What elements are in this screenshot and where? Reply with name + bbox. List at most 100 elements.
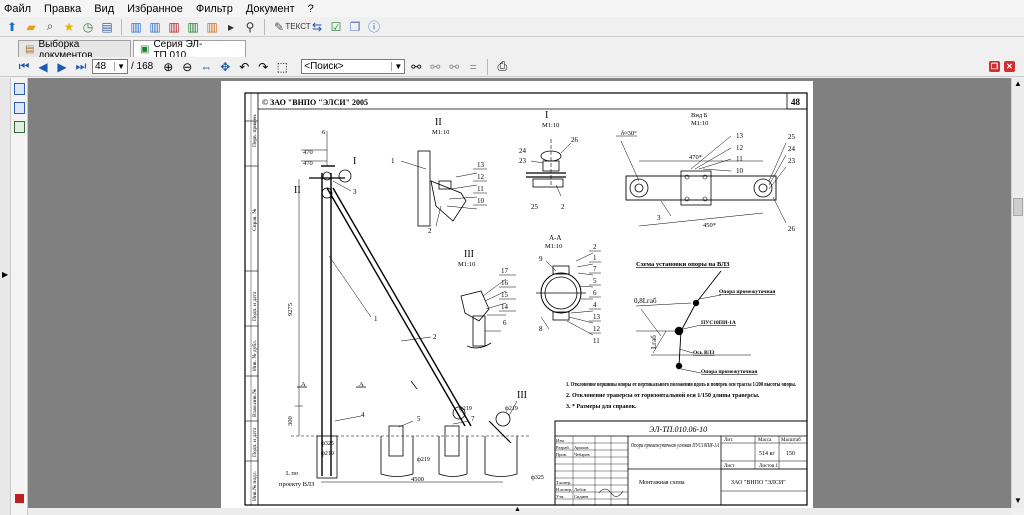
find-next-icon[interactable]: ⚯	[449, 59, 460, 74]
menu-filter[interactable]: Фильтр	[195, 2, 233, 15]
home-icon[interactable]: ⬆	[6, 19, 18, 34]
scroll-up-arrow-icon[interactable]: ▲	[1014, 79, 1022, 88]
stop-icon[interactable]	[15, 494, 24, 503]
scroll-down-arrow-icon[interactable]: ▼	[1014, 496, 1022, 505]
zoom-out-icon[interactable]: ⊖	[182, 59, 193, 74]
view-ii-detail	[400, 150, 487, 227]
chevron-down-icon[interactable]: ▼	[391, 62, 404, 71]
title-block-label: Лит.	[724, 438, 733, 443]
favorites-star-icon[interactable]: ★	[63, 19, 75, 34]
callout-17: 17	[501, 267, 509, 275]
expand-arrow-icon[interactable]: ▶	[2, 270, 9, 279]
last-page-icon[interactable]: ⏭	[75, 59, 87, 73]
toolbar-separator	[487, 58, 489, 75]
thumbnails-panel-icon[interactable]	[14, 121, 25, 133]
scheme-title: Схема установки опоры на ВЛЗ	[636, 261, 730, 268]
next-page-icon[interactable]: ▶	[57, 59, 67, 74]
callout-26: 26	[571, 136, 579, 144]
page-number-input[interactable]: 48 ▼	[92, 59, 128, 74]
title-block-label: Масса	[758, 438, 772, 443]
restore-window-icon[interactable]: ❐	[989, 61, 1000, 72]
callout-1: 1	[391, 157, 395, 165]
callout-13: 13	[477, 161, 485, 169]
window-controls: ❐ ✕	[989, 61, 1015, 72]
menu-help[interactable]: ?	[307, 2, 314, 15]
view-ii-scale: М1:10	[432, 129, 449, 136]
zoom-in-icon[interactable]: ⊕	[163, 59, 174, 74]
dim-text: L по	[286, 470, 298, 477]
menu-edit[interactable]: Правка	[44, 2, 82, 15]
left-collapse-strip[interactable]: ▶	[0, 78, 11, 515]
pin-icon[interactable]: ⚲	[245, 19, 255, 34]
translate-icon[interactable]: ⇆	[311, 19, 323, 34]
scroll-thumb[interactable]	[1013, 198, 1023, 216]
dim-text: 470*	[689, 154, 702, 161]
callout-12: 12	[736, 144, 744, 152]
dim-text: 470	[303, 149, 313, 156]
tab-document-selection[interactable]: ▤ Выборка документов	[18, 39, 131, 61]
dim-text: 300	[287, 416, 294, 426]
search-input[interactable]: <Поиск> ▼	[301, 59, 406, 74]
sheet-number: 48	[791, 97, 801, 107]
title-block-role: Разраб.	[556, 445, 570, 450]
document-viewer[interactable]: Перв. примен. Справ. № Подп. и дата Инв.…	[28, 78, 1011, 508]
left-tool-panel	[11, 78, 28, 515]
bookmarks-panel-icon[interactable]	[14, 102, 25, 114]
note-1: 1. Отклонение вершины опоры от вертикаль…	[566, 382, 796, 388]
history-icon[interactable]: ◷	[82, 19, 94, 34]
rotate-right-icon[interactable]: ↷	[258, 59, 269, 74]
horizontal-scrollbar[interactable]: ▲	[28, 506, 1011, 515]
scheme-label: Ось ВЛЗ	[693, 350, 715, 356]
chevron-down-icon[interactable]: ▼	[114, 62, 127, 71]
print-icon[interactable]: ⎙	[497, 59, 508, 73]
find-previous-icon[interactable]: ⚯	[430, 59, 441, 74]
vertical-scrollbar[interactable]: ▲ ▼	[1011, 78, 1024, 508]
document-green-icon: ▣	[140, 44, 150, 55]
binoculars-icon[interactable]: ⚯	[411, 59, 422, 74]
search-icon[interactable]: ⌕	[46, 19, 54, 33]
document-red-icon[interactable]: ▥	[168, 19, 180, 34]
copy-icon[interactable]: ❐	[349, 19, 361, 34]
callout-6: 6	[503, 319, 507, 327]
rotate-left-icon[interactable]: ↶	[239, 59, 250, 74]
dim-text: 4500	[411, 476, 424, 483]
menu-document[interactable]: Документ	[245, 2, 295, 15]
document-green-icon[interactable]: ▥	[187, 19, 199, 34]
title-block-role: Утв.	[556, 494, 564, 499]
info-icon[interactable]: ⓘ	[367, 20, 380, 34]
drawing-type: Монтажная схема	[639, 480, 685, 486]
play-icon[interactable]: ▸	[227, 19, 235, 34]
dim-text: ф219	[321, 450, 334, 457]
document-orange-icon[interactable]: ▥	[206, 19, 218, 34]
close-window-icon[interactable]: ✕	[1004, 61, 1015, 72]
title-block-role: Н.контр.	[556, 487, 572, 492]
tab-series-document[interactable]: ▣ Серия ЭЛ-ТП.010...	[133, 39, 246, 61]
edit-pencil-icon[interactable]: ✎	[273, 19, 285, 34]
scroll-up-marker-icon[interactable]: ▲	[514, 506, 521, 513]
main-toolbar: ⬆ ▰ ⌕ ★ ◷ ▤ ▥ ▥ ▥ ▥ ▥ ▸ ⚲ ✎ ТЕКСТ ⇆ ☑ ❐ …	[0, 17, 1024, 37]
view-marker-ii: II	[294, 185, 301, 196]
title-block-role: Т.контр.	[556, 480, 571, 485]
previous-page-icon[interactable]: ◀	[38, 59, 48, 74]
main-pole-drawing	[291, 131, 531, 483]
menu-favorites[interactable]: Избранное	[127, 2, 183, 15]
menu-view[interactable]: Вид	[94, 2, 115, 15]
pages-panel-icon[interactable]	[14, 83, 25, 95]
stamp-icon[interactable]: ТЕКСТ	[285, 22, 311, 31]
callout-16: 16	[501, 279, 509, 287]
fit-page-icon[interactable]: ✥	[220, 59, 231, 74]
fit-width-icon[interactable]: ⇔	[200, 59, 213, 74]
select-area-icon[interactable]: ⬚	[276, 59, 288, 74]
title-block-label: Масштаб	[781, 438, 801, 443]
check-icon[interactable]: ☑	[330, 19, 342, 34]
callout-1: 1	[593, 254, 597, 262]
document-blue-icon[interactable]: ▥	[130, 19, 142, 34]
highlight-icon[interactable]: =	[469, 59, 477, 74]
callout-13: 13	[736, 132, 744, 140]
first-page-icon[interactable]: ⏮	[18, 59, 30, 73]
folder-icon[interactable]: ▰	[26, 19, 36, 34]
document-blue2-icon[interactable]: ▥	[149, 19, 161, 34]
callout-24: 24	[788, 145, 796, 153]
book-icon[interactable]: ▤	[101, 19, 113, 34]
menu-file[interactable]: Файл	[4, 2, 32, 15]
